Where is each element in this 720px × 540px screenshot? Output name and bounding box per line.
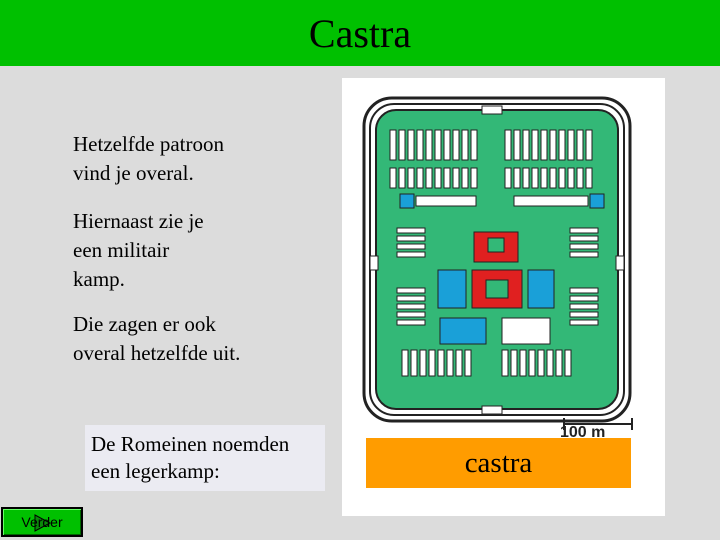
title-bar: Castra <box>0 0 720 66</box>
paragraph-military-camp: Hiernaast zie je een militair kamp. <box>73 209 204 291</box>
paragraph-same-everywhere: Die zagen er ook overal hetzelfde uit. <box>73 312 241 365</box>
play-arrow-icon <box>34 514 51 532</box>
callout-box: De Romeinen noemden een legerkamp: <box>85 425 325 491</box>
next-button-label: Verder <box>21 514 63 530</box>
answer-box: castra <box>366 438 631 488</box>
scale-label: 100 m <box>560 424 606 441</box>
page-title: Castra <box>308 10 412 56</box>
castra-plan-image <box>362 96 633 430</box>
paragraph-pattern: Hetzelfde patroon vind je overal. <box>73 132 225 185</box>
next-button[interactable]: Verder <box>1 507 83 537</box>
